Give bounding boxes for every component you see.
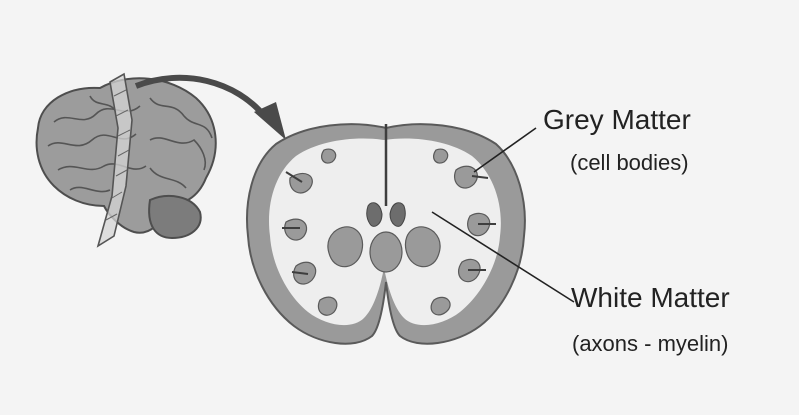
white-matter-sublabel: (axons - myelin) — [572, 331, 728, 357]
grey-matter-sublabel: (cell bodies) — [570, 150, 689, 176]
brain-coronal-section-icon — [247, 124, 525, 344]
grey-matter-label: Grey Matter — [543, 104, 691, 136]
white-matter-label: White Matter — [571, 282, 730, 314]
